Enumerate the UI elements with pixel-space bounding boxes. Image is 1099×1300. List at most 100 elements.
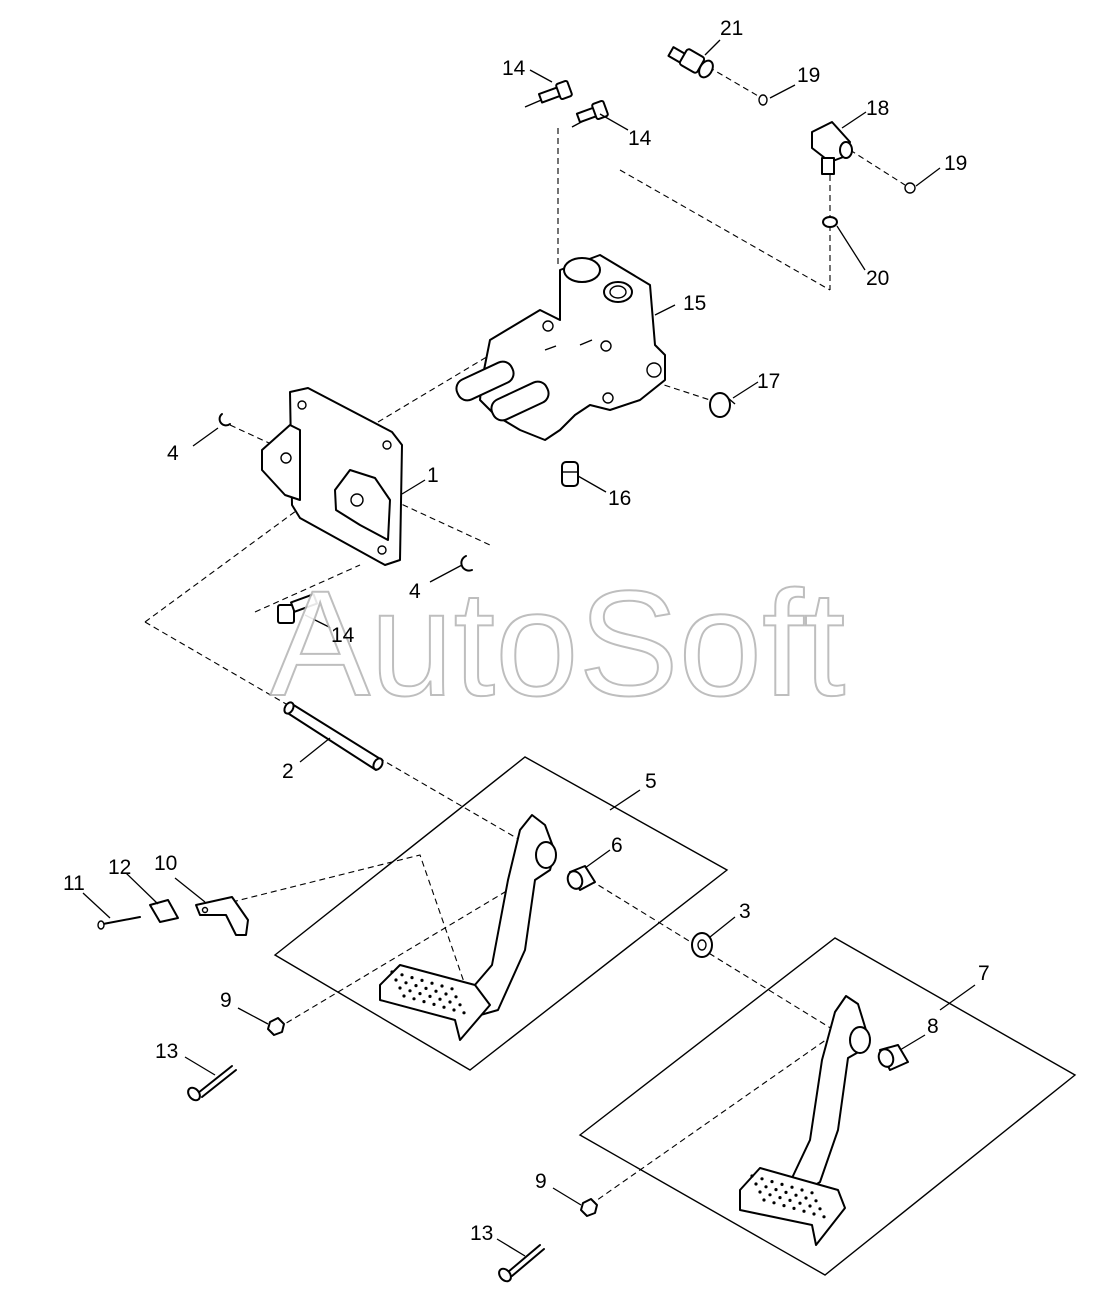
part-4-clip-lower — [460, 555, 473, 572]
tread-dot — [410, 976, 414, 980]
part-19-oring-right — [904, 182, 916, 194]
part-8-bushing — [877, 1044, 909, 1071]
tread-dot — [778, 1196, 782, 1200]
tread-dot — [390, 970, 394, 974]
callout-18: 18 — [866, 97, 889, 120]
callout-8: 8 — [927, 1015, 939, 1038]
pedal-7-tread-dots — [750, 1174, 826, 1219]
tread-dot — [408, 989, 412, 993]
tread-dot — [762, 1198, 766, 1202]
callout-19-upper: 19 — [797, 64, 820, 87]
part-7-clutch-pedal — [739, 995, 871, 1246]
tread-dot — [780, 1182, 784, 1186]
callout-14-top-left: 14 — [502, 57, 526, 80]
tread-dot — [442, 1005, 446, 1009]
callout-7: 7 — [978, 962, 990, 985]
tread-dot — [404, 981, 408, 985]
tread-dot — [440, 984, 444, 988]
tread-dot — [400, 973, 404, 977]
tread-dot — [430, 981, 434, 985]
tread-dot — [424, 986, 428, 991]
tread-dot — [758, 1190, 762, 1194]
tread-dot — [394, 978, 398, 982]
part-14-bolt-middle — [277, 593, 318, 624]
part-20-oring — [822, 216, 838, 228]
pedal-5-tread-dots — [390, 970, 466, 1015]
part-11-pin — [97, 916, 141, 930]
tread-dot — [822, 1215, 826, 1219]
callout-2: 2 — [282, 760, 294, 783]
callout-14-top-right: 14 — [628, 127, 652, 150]
callout-17: 17 — [757, 370, 780, 393]
watermark-text: AutoSoft — [270, 559, 845, 727]
callout-10: 10 — [154, 852, 177, 875]
callout-9-left: 9 — [220, 989, 232, 1012]
tread-dot — [432, 1002, 436, 1007]
tread-dot — [784, 1190, 788, 1194]
part-4-clip-upper — [218, 413, 231, 427]
callout-12: 12 — [108, 856, 131, 879]
callout-1: 1 — [427, 464, 439, 487]
tread-dot — [800, 1188, 804, 1192]
part-6-bushing — [566, 865, 596, 891]
tread-dot — [418, 992, 422, 996]
tread-dot — [420, 978, 424, 983]
callout-20: 20 — [866, 267, 889, 290]
part-9-nut-left — [267, 1017, 285, 1036]
tread-dot — [812, 1212, 816, 1216]
tread-dot — [458, 1003, 462, 1007]
part-2-pivot-shaft — [283, 701, 384, 771]
callout-4-upper: 4 — [167, 442, 179, 465]
tread-dot — [450, 987, 454, 991]
callout-13-right: 13 — [470, 1222, 493, 1245]
callout-5: 5 — [645, 770, 657, 793]
tread-dot — [412, 997, 416, 1001]
tread-dot — [772, 1201, 776, 1205]
part-3-washer — [691, 932, 713, 958]
tread-dot — [434, 989, 438, 993]
tread-dot — [422, 1000, 426, 1004]
part-9-nut-right — [580, 1198, 598, 1217]
part-17-cap — [709, 392, 736, 418]
tread-dot — [818, 1207, 822, 1211]
part-13-bolt-left — [187, 1065, 237, 1102]
tread-dot — [790, 1185, 794, 1189]
callout-19-right: 19 — [944, 152, 967, 175]
part-15-brake-valve-body — [455, 254, 666, 441]
part-1-mounting-bracket — [261, 387, 403, 566]
callout-15: 15 — [683, 292, 706, 315]
tread-dot — [754, 1182, 758, 1186]
callout-4-lower: 4 — [409, 580, 421, 603]
tread-dot — [444, 992, 448, 996]
callout-6: 6 — [611, 834, 623, 857]
tread-dot — [798, 1201, 802, 1205]
pedal-assembly-box-7 — [578, 937, 1077, 1276]
callout-leader-lines — [82, 39, 976, 1257]
part-14-bolt-top-right — [571, 99, 609, 128]
tread-dot — [750, 1174, 754, 1178]
tread-dot — [454, 995, 458, 999]
tread-dot — [770, 1180, 774, 1184]
tread-dot — [398, 986, 402, 990]
callout-16: 16 — [608, 487, 631, 510]
part-10-return-arm — [195, 896, 249, 936]
tread-dot — [760, 1177, 764, 1181]
part-19-oring-upper — [758, 94, 768, 106]
tread-dot — [428, 994, 432, 999]
tread-dot — [808, 1204, 812, 1208]
tread-dot — [414, 984, 418, 988]
tread-dot — [438, 997, 442, 1001]
part-21-fitting — [667, 46, 714, 79]
tread-dot — [814, 1199, 818, 1203]
part-14-bolt-top-left — [524, 79, 573, 108]
tread-dot — [402, 994, 406, 998]
pedal-assembly-box-5 — [273, 756, 729, 1071]
tread-dot — [768, 1193, 772, 1197]
tread-dot — [764, 1185, 768, 1189]
tread-dot — [792, 1206, 796, 1210]
part-5-brake-pedal — [379, 814, 557, 1041]
tread-dot — [804, 1196, 808, 1200]
part-18-elbow-fitting — [811, 121, 853, 175]
callout-21: 21 — [720, 17, 743, 40]
